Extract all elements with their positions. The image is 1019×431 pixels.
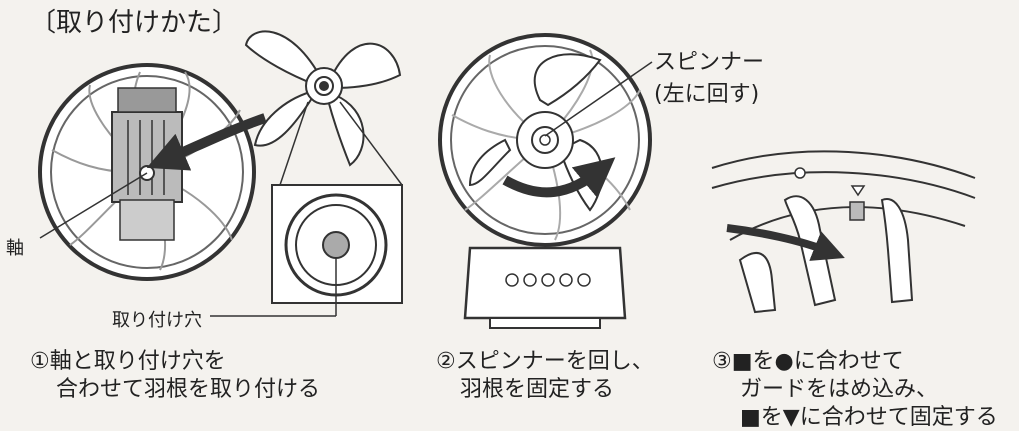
step-3-line-3: ■を▼に合わせて固定する xyxy=(740,405,998,430)
alignment-triangle-mark xyxy=(850,185,866,197)
step-3-line-1: ③■を●に合わせて xyxy=(712,349,904,374)
step-2-line-2: 羽根を固定する xyxy=(460,377,615,402)
alignment-square-mark xyxy=(849,201,865,221)
shaft-label: 軸 xyxy=(6,238,24,259)
spinner-direction-label: (左に回す) xyxy=(654,82,760,107)
fan-front-assembled xyxy=(438,33,652,329)
mount-hole-label: 取り付け穴 xyxy=(112,310,202,331)
spinner-label: スピンナー xyxy=(654,50,765,75)
alignment-dot-mark xyxy=(794,167,806,179)
step-3-line-2: ガードをはめ込み、 xyxy=(740,377,939,402)
mount-hole-closeup xyxy=(271,101,403,304)
fan-blade xyxy=(244,30,402,167)
step-2-line-1: ②スピンナーを回し、 xyxy=(436,349,654,374)
spinner-leader-line xyxy=(544,61,653,137)
step-1-line-2: 合わせて羽根を取り付ける xyxy=(56,377,321,402)
step-1-line-1: ①軸と取り付け穴を xyxy=(30,349,226,374)
page-title: 〔取り付けかた〕 xyxy=(30,8,239,38)
guard-alignment-closeup xyxy=(711,150,976,314)
